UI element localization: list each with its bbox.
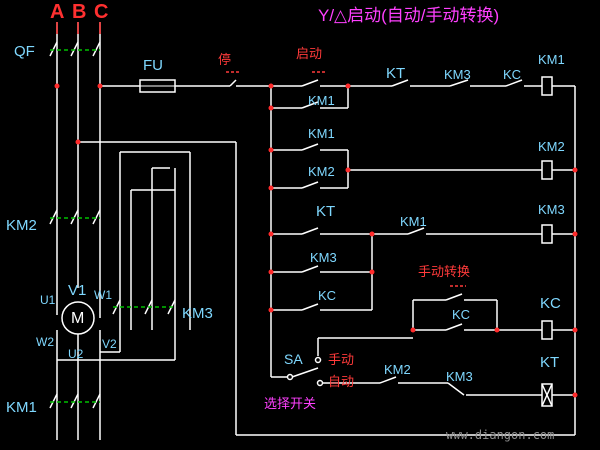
sa-label: SA [284, 351, 303, 367]
km3-power-label: KM3 [182, 305, 213, 322]
manual-switch-label: 手动转换 [418, 264, 471, 279]
v2-label: V2 [102, 337, 117, 351]
diagram-title: Y/△启动(自动/手动转换) [318, 6, 500, 25]
selector-label: 选择开关 [264, 396, 317, 411]
w2-label: W2 [36, 335, 54, 349]
km2-power-label: KM2 [6, 217, 37, 234]
km1-aux-label: KM1 [308, 126, 335, 141]
km3-row6-label: KM3 [446, 369, 473, 384]
kc-row1-label: KC [503, 67, 522, 82]
motor-symbol: M [71, 310, 85, 327]
v1-label: V1 [68, 282, 87, 299]
coil-km3-label: KM3 [538, 202, 565, 217]
coil-km1-label: KM1 [538, 52, 565, 67]
u1-label: U1 [40, 293, 56, 307]
phase-a-label: A [50, 1, 65, 23]
kt-row3-label: KT [316, 203, 336, 220]
stop-label: 停 [218, 52, 232, 67]
qf-label: QF [14, 43, 35, 60]
kc-manual-label: KC [452, 307, 471, 322]
phase-b-label: B [72, 1, 87, 23]
start-label: 启动 [296, 46, 323, 61]
km3-aux-label: KM3 [310, 250, 337, 265]
km3-row1-label: KM3 [444, 67, 471, 82]
manual-label: 手动 [328, 352, 355, 367]
w1-label: W1 [94, 288, 112, 302]
u2-label: U2 [68, 347, 84, 361]
fu-label: FU [143, 57, 163, 74]
watermark: www.diangon.com [446, 428, 555, 442]
km2-row6-label: KM2 [384, 362, 411, 377]
auto-label: 自动 [328, 374, 355, 389]
km1-row3-label: KM1 [400, 214, 427, 229]
km1-hold-label: KM1 [308, 93, 335, 108]
coil-kt-label: KT [540, 354, 560, 371]
phase-c-label: C [94, 1, 109, 23]
km2-aux-label: KM2 [308, 164, 335, 179]
kt-row1-label: KT [386, 65, 406, 82]
km1-power-label: KM1 [6, 399, 37, 416]
kc-aux-label: KC [318, 288, 337, 303]
coil-km2-label: KM2 [538, 139, 565, 154]
coil-kc-label: KC [540, 295, 561, 312]
